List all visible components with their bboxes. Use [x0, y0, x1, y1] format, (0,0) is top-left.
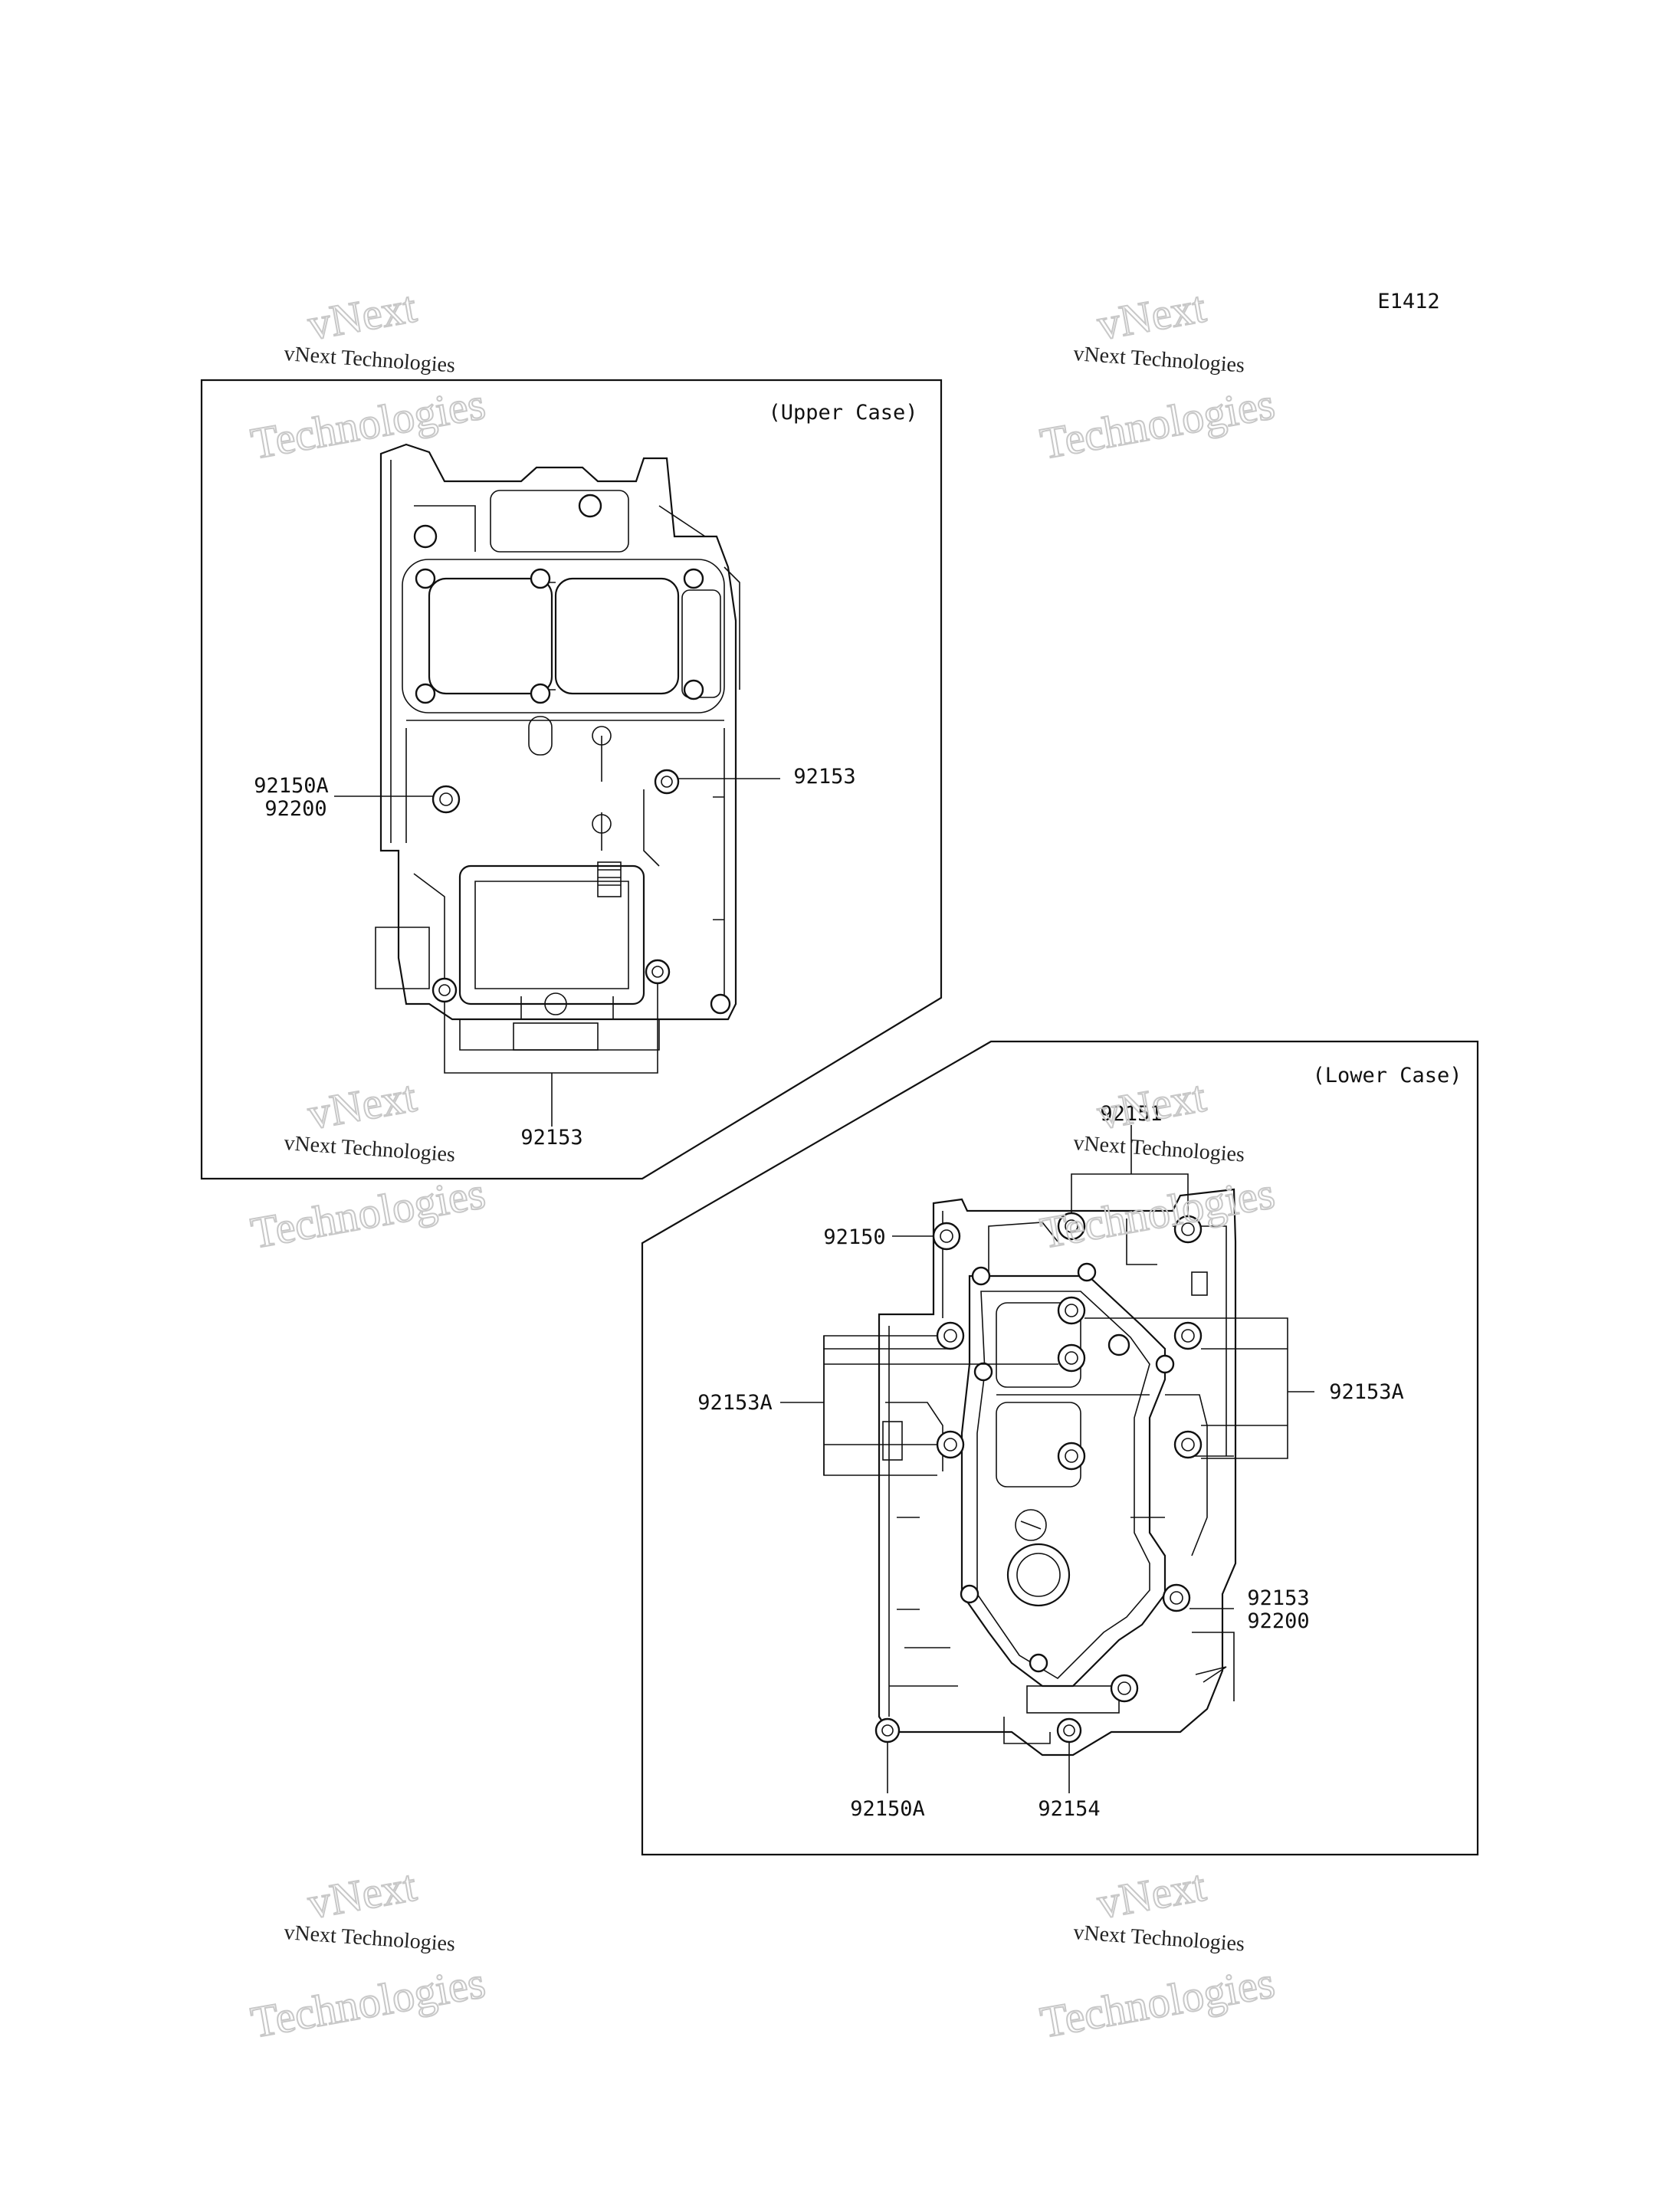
- lower-bolts: [874, 1212, 1203, 1743]
- watermark-line2: Technologies: [1037, 1957, 1278, 2048]
- upper-case-panel: (Upper Case): [200, 379, 943, 1180]
- watermark-caption: vNext Technologies: [284, 342, 456, 378]
- upper-case-title: (Upper Case): [768, 401, 917, 425]
- watermark-line2: Technologies: [248, 1168, 489, 1258]
- label-92200-lower: 92200: [1247, 1609, 1309, 1633]
- watermark-top-right: vNext Technologies vNext Technologies: [1036, 281, 1279, 470]
- upper-bolts: [413, 494, 731, 1015]
- upper-case-frame: [200, 379, 943, 1180]
- watermark-middle-left: vNext Technologies vNext Technologies: [247, 1071, 490, 1259]
- watermark-line2: Technologies: [248, 1957, 489, 2048]
- watermark-caption: vNext Technologies: [1073, 1131, 1245, 1167]
- label-92153A-left: 92153A: [697, 1391, 773, 1415]
- label-92200-upper: 92200: [264, 797, 326, 821]
- watermark-top-left: vNext Technologies vNext Technologies: [247, 281, 490, 470]
- watermark-line2: Technologies: [248, 379, 489, 469]
- watermark-line1: vNext: [304, 1861, 420, 1929]
- watermark-line2: Technologies: [1037, 379, 1278, 469]
- lower-case-frame: [641, 1040, 1479, 1856]
- label-92150A-upper: 92150A: [254, 774, 329, 798]
- watermark-caption: vNext Technologies: [284, 1921, 456, 1957]
- label-92153-upper-bottom: 92153: [520, 1126, 582, 1150]
- watermark-line1: vNext: [1094, 1071, 1209, 1140]
- label-92150A-lower: 92150A: [850, 1797, 925, 1821]
- label-92153-upper-right: 92153: [793, 765, 855, 789]
- label-92153A-right: 92153A: [1329, 1380, 1404, 1404]
- label-92150: 92150: [823, 1225, 885, 1249]
- lower-leader-lines: [780, 1125, 1314, 1793]
- lower-case-panel: (Lower Case): [641, 1040, 1479, 1856]
- watermark-bottom-right: vNext Technologies vNext Technologies: [1036, 1860, 1279, 2048]
- label-92154: 92154: [1038, 1797, 1100, 1821]
- label-92153-lower: 92153: [1247, 1586, 1309, 1610]
- watermark-line1: vNext: [1094, 1861, 1209, 1929]
- lower-case-title: (Lower Case): [1312, 1064, 1462, 1087]
- watermark-line1: vNext: [304, 282, 420, 350]
- watermark-middle-right: vNext Technologies vNext Technologies: [1036, 1071, 1279, 1259]
- label-92151: 92151: [1100, 1102, 1162, 1126]
- watermark-line2: Technologies: [1037, 1168, 1278, 1258]
- watermark-line1: vNext: [304, 1071, 420, 1140]
- watermark-bottom-left: vNext Technologies vNext Technologies: [247, 1860, 490, 2048]
- watermark-line1: vNext: [1094, 282, 1209, 350]
- upper-crankcase-drawing: [375, 443, 740, 1051]
- diagram-code: E1412: [1377, 290, 1439, 313]
- watermark-caption: vNext Technologies: [1073, 1921, 1245, 1957]
- watermark-caption: vNext Technologies: [284, 1131, 456, 1167]
- watermark-caption: vNext Technologies: [1073, 342, 1245, 378]
- upper-leader-lines: [334, 778, 780, 1127]
- lower-crankcase-drawing: [878, 1188, 1237, 1757]
